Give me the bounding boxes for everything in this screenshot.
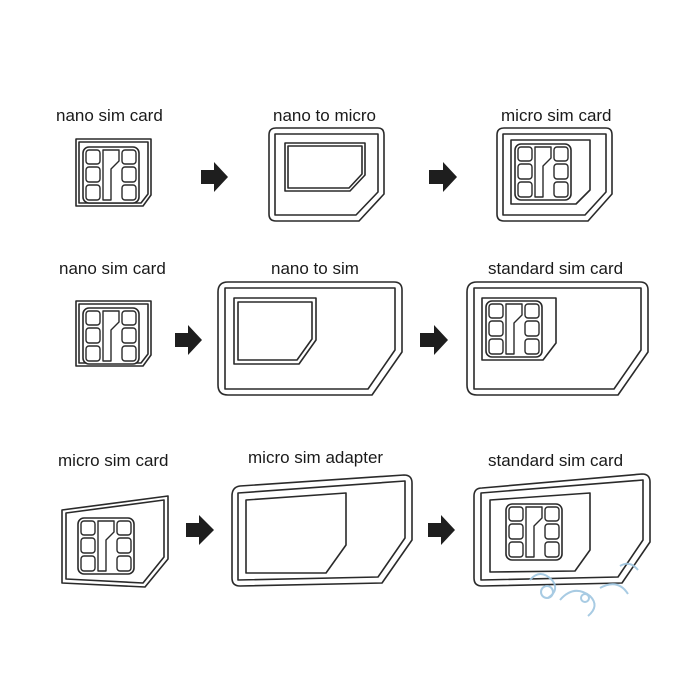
arrow-icon (186, 515, 214, 545)
micro-sim-adapter (231, 474, 413, 587)
label-row1-micro-sim-card: micro sim card (501, 106, 612, 125)
label-row3-micro-sim-card: micro sim card (58, 451, 169, 470)
label-row1-nano-to-micro: nano to micro (273, 106, 376, 125)
label-row3-standard-sim-card: standard sim card (488, 451, 624, 470)
standard-sim-card-row2 (466, 281, 649, 396)
arrow-icon (428, 515, 455, 545)
arrow-icon (429, 162, 457, 192)
micro-sim-card-row3 (61, 495, 169, 588)
arrow-icon (175, 325, 202, 355)
nano-sim-card-row2 (75, 300, 152, 367)
standard-sim-card-row3 (473, 473, 651, 587)
label-row2-nano-to-sim: nano to sim (271, 259, 359, 278)
nano-to-micro-adapter (268, 127, 385, 222)
label-row2-nano-sim-card: nano sim card (59, 259, 166, 278)
nano-to-sim-adapter (217, 281, 403, 396)
watermark (529, 562, 639, 617)
label-row1-nano-sim-card: nano sim card (56, 106, 163, 125)
nano-sim-card-row1 (75, 138, 152, 207)
label-row3-micro-sim-adapter: micro sim adapter (248, 448, 384, 467)
arrow-icon (420, 325, 448, 355)
micro-sim-card-row1 (496, 127, 613, 222)
arrow-icon (201, 162, 228, 192)
label-row2-standard-sim-card: standard sim card (488, 259, 624, 278)
